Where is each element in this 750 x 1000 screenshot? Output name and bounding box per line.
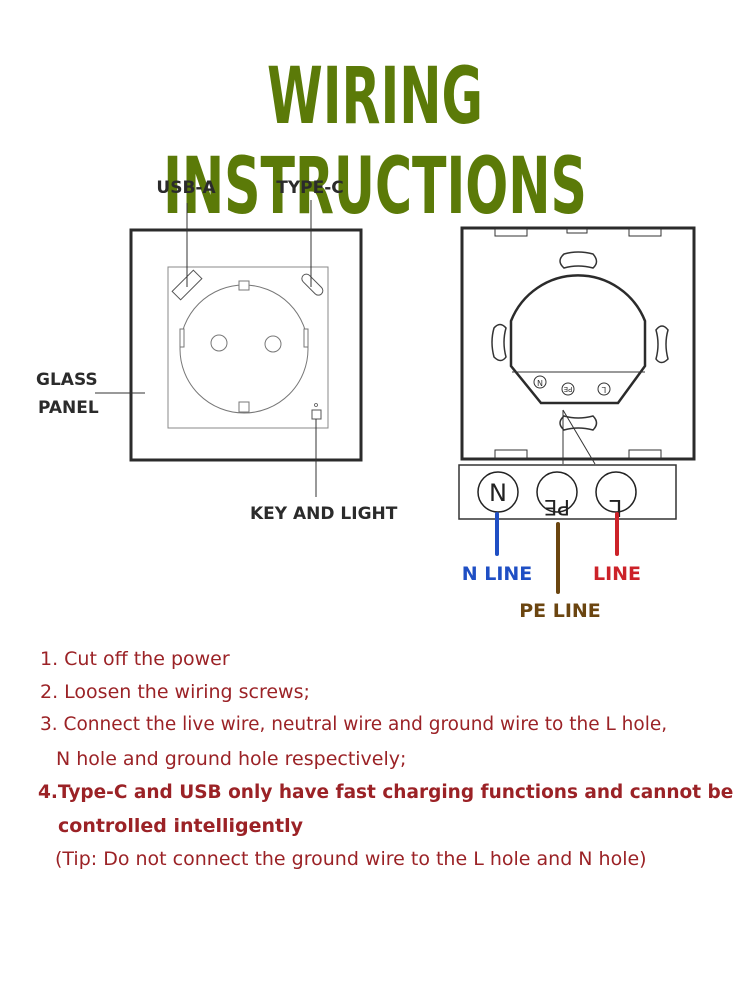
usb-a-label: USB-A	[156, 178, 216, 198]
glass-panel-label-line1: GLASS	[36, 370, 98, 390]
module-body	[509, 274, 647, 405]
front-socket-diagram: USB-A TYPE-C GLASS PANEL KEY AND LIGHT	[36, 178, 398, 524]
type-c-label: TYPE-C	[276, 178, 344, 198]
n-line-label: N LINE	[462, 563, 533, 585]
side-clip-right	[303, 328, 309, 348]
glass-panel-label-line2: PANEL	[38, 398, 99, 418]
back-socket-diagram: N PE L N PE L N LINE LINE PE LINE	[458, 226, 696, 622]
module-terminal-n	[533, 375, 547, 389]
svg-text:N: N	[489, 479, 507, 507]
key-and-light-label: KEY AND LIGHT	[250, 504, 398, 524]
indicator-light	[314, 403, 318, 407]
earth-clip-top	[238, 280, 250, 291]
socket-pin-hole-left	[210, 334, 228, 352]
step-4-line2: controlled intelligently	[58, 815, 304, 837]
mount-slot-right	[655, 325, 669, 364]
svg-text:PE: PE	[564, 385, 573, 393]
pe-line-label: PE LINE	[519, 600, 601, 622]
svg-text:L: L	[609, 494, 622, 520]
mount-slot-top	[559, 251, 598, 269]
step-3-line1: 3. Connect the live wire, neutral wire a…	[40, 714, 668, 735]
usb-a-port	[171, 269, 203, 301]
step-3-line2: N hole and ground hole respectively;	[56, 748, 407, 770]
type-c-port	[301, 273, 324, 296]
l-line-label: LINE	[593, 563, 641, 585]
inner-plate	[167, 266, 329, 429]
module-terminal-pe	[561, 382, 575, 396]
earth-clip-bottom	[238, 401, 250, 413]
back-panel-outline	[460, 226, 696, 461]
glass-panel-outline	[129, 228, 363, 462]
step-2: 2. Loosen the wiring screws;	[40, 681, 310, 703]
step-1: 1. Cut off the power	[40, 648, 230, 670]
mount-slot-left	[491, 323, 507, 362]
module-terminal-l	[597, 382, 611, 396]
terminal-l	[595, 471, 637, 513]
socket-pin-hole-right	[264, 335, 282, 353]
svg-text:N: N	[537, 379, 543, 388]
key-light-button	[311, 409, 322, 420]
terminal-n	[477, 471, 519, 513]
mount-slot-bottom	[559, 415, 598, 431]
wiring-diagram: USB-A TYPE-C GLASS PANEL KEY AND LIGHT N…	[36, 178, 696, 622]
svg-text:PE: PE	[544, 495, 570, 519]
svg-text:L: L	[601, 385, 606, 394]
terminal-pe	[536, 471, 578, 513]
step-4-line1: 4.Type-C and USB only have fast charging…	[38, 782, 734, 803]
side-clip-left	[179, 328, 185, 348]
terminal-block	[458, 464, 677, 520]
page-title: WIRING INSTRUCTIONS	[163, 52, 587, 232]
tip-text: (Tip: Do not connect the ground wire to …	[55, 848, 647, 870]
socket-circle	[179, 284, 309, 414]
